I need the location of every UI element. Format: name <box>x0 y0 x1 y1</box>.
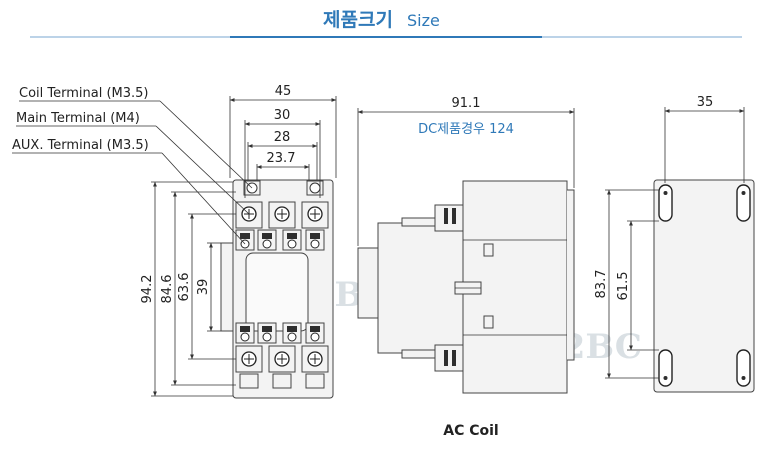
slot-bottom-left <box>658 349 673 387</box>
front-left-lug <box>220 242 234 332</box>
dc-product-note: DC제품경우 124 <box>418 122 514 137</box>
front-window <box>245 252 309 332</box>
header: 제품크기 Size <box>30 9 742 38</box>
front-height-dims: 94.2 84.6 63.6 39 <box>140 181 236 397</box>
dim-61-5: 61.5 <box>616 272 631 301</box>
slot-top-right <box>736 184 751 222</box>
side-body-front <box>377 222 464 354</box>
label-coil-terminal: Coil Terminal (M3.5) <box>19 86 149 101</box>
dim-63-6: 63.6 <box>177 273 192 302</box>
header-rule-accent <box>230 36 542 38</box>
dim-94-2: 94.2 <box>140 275 155 304</box>
title-english: Size <box>407 11 440 30</box>
bottom-main-terminals <box>235 345 329 389</box>
dim-45: 45 <box>275 84 292 99</box>
top-aux-terminals <box>235 229 325 251</box>
mount-plate <box>653 179 755 393</box>
side-terminal-bottom <box>434 344 464 372</box>
front-view: 45 30 28 23.7 94.2 84.6 <box>12 84 337 399</box>
terminal-labels: Coil Terminal (M3.5) Main Terminal (M4) … <box>12 86 253 245</box>
side-view: 91.1 DC제품경우 124 AC Coil <box>357 96 575 439</box>
label-aux-terminal: AUX. Terminal (M3.5) <box>12 138 149 153</box>
dim-23-7: 23.7 <box>267 151 296 166</box>
screw-icon <box>309 182 321 194</box>
dim-39: 39 <box>196 279 211 296</box>
ac-coil-caption: AC Coil <box>443 423 498 439</box>
dim-28: 28 <box>274 130 291 145</box>
dim-84-6: 84.6 <box>160 275 175 304</box>
top-main-terminals <box>235 201 329 229</box>
slot-bottom-right <box>736 349 751 387</box>
slot-top-left <box>658 184 673 222</box>
side-rail-clip <box>567 189 575 361</box>
bottom-aux-terminals <box>235 322 325 344</box>
mounting-view: 35 83.7 61.5 <box>594 95 755 393</box>
dim-35: 35 <box>697 95 714 110</box>
side-terminal-top <box>434 204 464 232</box>
side-front-lug <box>357 247 379 319</box>
dim-91-1: 91.1 <box>452 96 481 111</box>
front-width-dims: 45 30 28 23.7 <box>229 84 337 198</box>
dim-83-7: 83.7 <box>594 270 609 299</box>
dim-30: 30 <box>274 108 291 123</box>
label-main-terminal: Main Terminal (M4) <box>16 111 140 126</box>
title-korean: 제품크기 <box>323 9 393 31</box>
